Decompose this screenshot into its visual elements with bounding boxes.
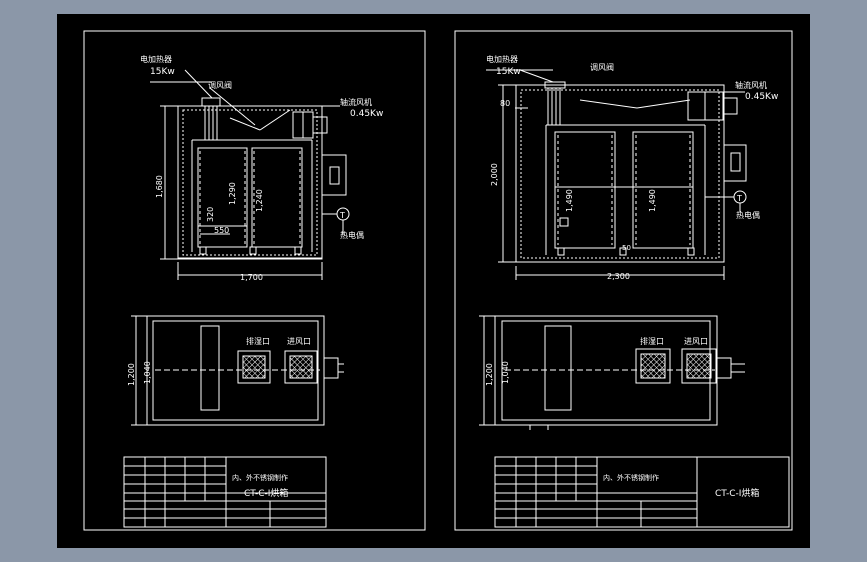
right-dim-top: 80 <box>500 99 510 108</box>
right-material-note: 内、外不锈钢制作 <box>603 473 659 482</box>
left-damper-label: 调风阀 <box>208 81 232 90</box>
left-dim-bottom-gap: 320 <box>206 207 215 222</box>
right-front-elevation <box>486 69 747 280</box>
right-dim-inner-1: 1,490 <box>565 189 574 212</box>
right-plan-height-outer: 1,200 <box>485 363 494 386</box>
left-intake-label: 进风口 <box>287 337 311 346</box>
left-dim-width: 1,700 <box>240 273 263 282</box>
left-plan-height-outer: 1,200 <box>127 363 136 386</box>
left-sheet-border <box>83 30 426 531</box>
right-dim-width: 2,300 <box>607 272 630 281</box>
left-heater-power: 15Kw <box>150 67 175 77</box>
left-fan-label: 轴流风机 <box>340 97 372 107</box>
left-plan-height-inner: 1,040 <box>143 361 152 384</box>
grille-hatching <box>243 354 711 378</box>
left-exhaust-label: 排湿口 <box>246 336 270 346</box>
left-callout-symbol: T <box>339 211 345 220</box>
left-dim-inner-1: 1,290 <box>228 182 237 205</box>
right-damper-label: 调风阀 <box>590 63 614 72</box>
left-fan-power: 0.45Kw <box>350 109 383 119</box>
right-heater-label: 电加热器 <box>486 54 518 64</box>
right-dim-small: 50 <box>622 244 631 252</box>
right-heater-power: 15Kw <box>496 67 521 77</box>
right-fan-label: 轴流风机 <box>735 80 767 90</box>
left-material-note: 内、外不锈钢制作 <box>232 473 288 482</box>
model-space-background <box>57 14 810 548</box>
right-sheet-border <box>454 30 793 531</box>
left-insulation-label: 热电偶 <box>340 230 364 240</box>
right-sheet <box>454 30 793 531</box>
left-plan-view <box>131 315 344 426</box>
left-heater-label: 电加热器 <box>140 54 172 64</box>
right-fan-power: 0.45Kw <box>745 92 778 102</box>
right-intake-label: 进风口 <box>684 337 708 346</box>
right-exhaust-label: 排湿口 <box>640 336 664 346</box>
left-front-elevation <box>150 69 350 280</box>
left-dim-height-total: 1,680 <box>155 175 164 198</box>
left-sheet <box>83 30 426 531</box>
right-plan-height-inner: 1,040 <box>501 361 510 384</box>
left-title-block <box>123 456 327 528</box>
right-dim-height-total: 2,000 <box>490 163 499 186</box>
left-drawing-no: CT-C-Ⅰ烘箱 <box>244 487 288 499</box>
left-dim-inner-2: 1,240 <box>255 189 264 212</box>
left-dim-bottom-width: 550 <box>214 226 229 235</box>
right-drawing-no: CT-C-Ⅰ烘箱 <box>715 487 759 499</box>
right-insulation-label: 热电偶 <box>736 210 760 220</box>
right-title-block <box>494 456 790 528</box>
right-callout-symbol: T <box>736 194 742 203</box>
right-dim-inner-2: 1,490 <box>648 189 657 212</box>
